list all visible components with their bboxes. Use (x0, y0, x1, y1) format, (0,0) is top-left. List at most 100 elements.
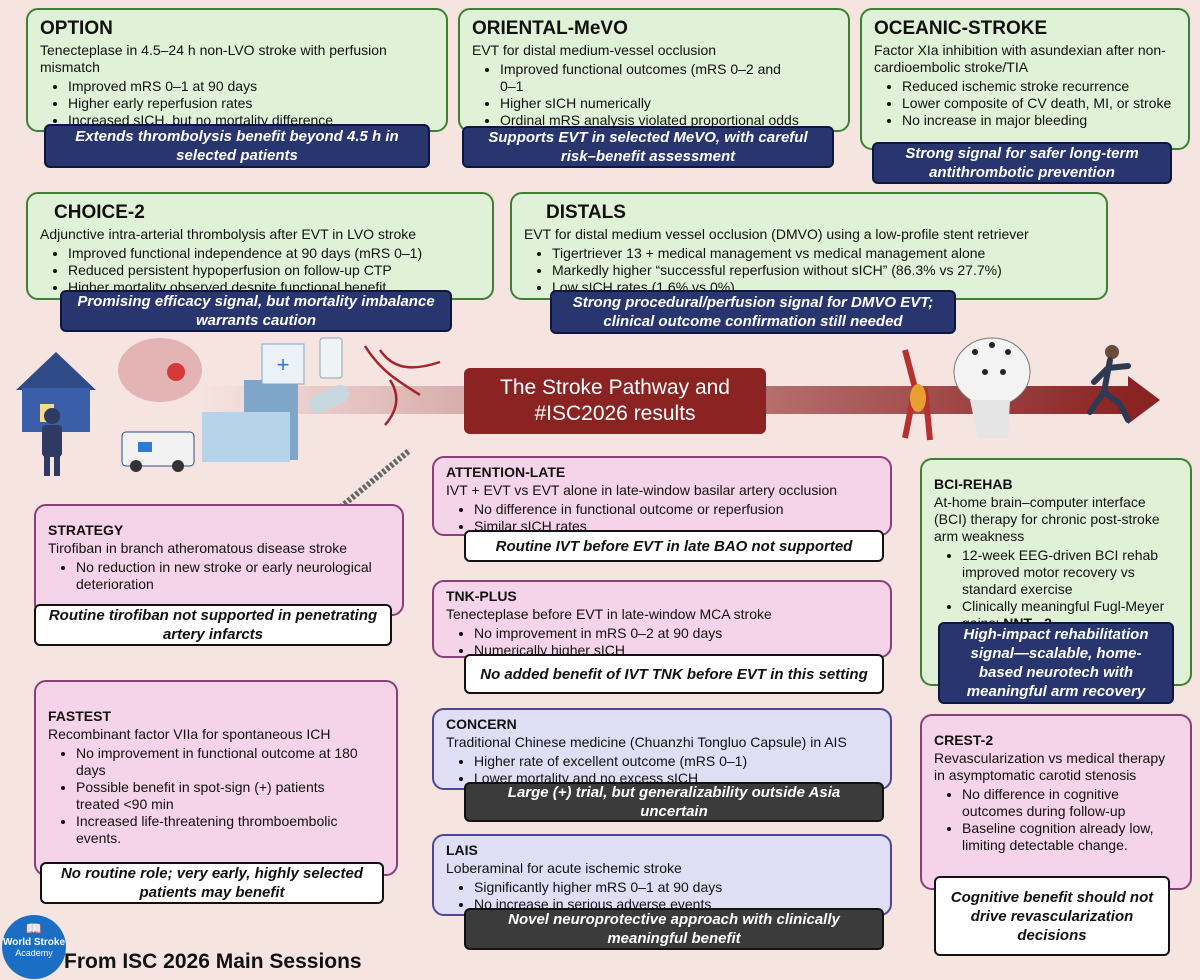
choice2-card: CHOICE-2 Adjunctive intra-arterial throm… (26, 192, 494, 300)
pathway-title-line2: #ISC2026 results (534, 402, 696, 425)
tnk-desc: Tenecteplase before EVT in late-window M… (446, 606, 772, 622)
choice2-title: CHOICE-2 (54, 202, 145, 223)
list-item: No reduction in new stroke or early neur… (76, 559, 390, 593)
crest-caption: Cognitive benefit should not drive revas… (934, 876, 1170, 956)
brain-icon (118, 338, 202, 402)
crest-desc: Revascularization vs medical therapy in … (934, 750, 1166, 783)
logo-text-line2: Academy (15, 948, 53, 958)
fastest-desc: Recombinant factor VIIa for spontaneous … (48, 726, 331, 742)
oriental-card: ORIENTAL-MeVO EVT for distal medium-vess… (458, 8, 850, 132)
person-icon (42, 408, 62, 476)
concern-caption: Large (+) trial, but generalizability ou… (464, 782, 884, 822)
fastest-bullets: No improvement in functional outcome at … (48, 745, 366, 847)
logo-text-line1: World Stroke (2, 937, 66, 948)
oceanic-title: OCEANIC-STROKE (874, 18, 1048, 39)
concern-title: CONCERN (446, 716, 517, 732)
lais-card: LAIS Loberaminal for acute ischemic stro… (432, 834, 892, 916)
crest-bullets: No difference in cognitive outcomes duri… (934, 786, 1178, 854)
medicine-vial-icon (309, 337, 349, 414)
option-card: OPTION Tenecteplase in 4.5–24 h non-LVO … (26, 8, 448, 132)
tnk-card: TNK-PLUS Tenecteplase before EVT in late… (432, 580, 892, 658)
choice2-caption: Promising efficacy signal, but mortality… (60, 290, 452, 332)
list-item: 12-week EEG-driven BCI rehab improved mo… (962, 547, 1178, 598)
list-item: No improvement in mRS 0–2 at 90 days (474, 625, 878, 642)
crest-card: CREST-2 Revascularization vs medical the… (920, 714, 1192, 890)
attention-title: ATTENTION-LATE (446, 464, 566, 480)
runner-icon (1087, 345, 1131, 423)
tnk-caption: No added benefit of IVT TNK before EVT i… (464, 654, 884, 694)
oceanic-desc: Factor XIa inhibition with asundexian af… (874, 42, 1166, 75)
attention-desc: IVT + EVT vs EVT alone in late-window ba… (446, 482, 838, 498)
distals-title: DISTALS (546, 202, 626, 223)
list-item: Lower composite of CV death, MI, or stro… (902, 95, 1176, 112)
list-item: Increased life-threatening thromboemboli… (76, 813, 366, 847)
book-icon: 📖 (25, 921, 43, 936)
list-item: Reduced persistent hypoperfusion on foll… (68, 262, 480, 279)
oceanic-card: OCEANIC-STROKE Factor XIa inhibition wit… (860, 8, 1190, 150)
world-stroke-academy-logo: 📖 World Stroke Academy (2, 915, 66, 979)
option-desc: Tenecteplase in 4.5–24 h non-LVO stroke … (40, 42, 387, 75)
attention-caption: Routine IVT before EVT in late BAO not s… (464, 530, 884, 562)
choice2-desc: Adjunctive intra-arterial thrombolysis a… (40, 226, 417, 242)
list-item: Ordinal mRS analysis violated proportion… (500, 112, 799, 129)
footer-text: From ISC 2026 Main Sessions (64, 950, 362, 973)
bci-title: BCI-REHAB (934, 476, 1013, 492)
oriental-caption: Supports EVT in selected MeVO, with care… (462, 126, 834, 168)
oriental-desc: EVT for distal medium-vessel occlusion (472, 42, 717, 58)
list-item: Markedly higher “successful reperfusion … (552, 262, 1094, 279)
list-item: No improvement in functional outcome at … (76, 745, 366, 779)
bci-caption: High-impact rehabilitation signal—scalab… (938, 622, 1174, 704)
option-title: OPTION (40, 18, 113, 39)
list-item: Improved mRS 0–1 at 90 days (68, 78, 434, 95)
tnk-title: TNK-PLUS (446, 588, 517, 604)
oceanic-bullets: Reduced ischemic stroke recurrence Lower… (874, 78, 1176, 129)
list-item: Improved functional outcomes (mRS 0–2 an… (500, 61, 790, 95)
list-item: Reduced ischemic stroke recurrence (902, 78, 1176, 95)
svg-text:+: + (277, 352, 290, 377)
lais-title: LAIS (446, 842, 478, 858)
attention-card: ATTENTION-LATE IVT + EVT vs EVT alone in… (432, 456, 892, 536)
list-item: No difference in cognitive outcomes duri… (962, 786, 1178, 820)
eeg-head-icon (953, 337, 1031, 438)
lais-desc: Loberaminal for acute ischemic stroke (446, 860, 682, 876)
concern-card: CONCERN Traditional Chinese medicine (Ch… (432, 708, 892, 790)
stent-icon (323, 447, 412, 523)
distals-desc: EVT for distal medium vessel occlusion (… (524, 226, 1029, 242)
choice2-bullets: Improved functional independence at 90 d… (40, 245, 480, 296)
strategy-title: STRATEGY (48, 522, 124, 538)
pathway-title-line1: The Stroke Pathway and (500, 376, 730, 399)
list-item: Tigertriever 13 + medical management vs … (552, 245, 1094, 262)
list-item: No difference in functional outcome or r… (474, 501, 878, 518)
list-item: Higher rate of excellent outcome (mRS 0–… (474, 753, 878, 770)
list-item: Improved functional independence at 90 d… (68, 245, 480, 262)
option-caption: Extends thrombolysis benefit beyond 4.5 … (44, 124, 430, 168)
pathway-title: The Stroke Pathway and #ISC2026 results (464, 368, 766, 434)
ambulance-icon (121, 431, 195, 472)
list-item: Higher early reperfusion rates (68, 95, 434, 112)
distals-bullets: Tigertriever 13 + medical management vs … (524, 245, 1094, 296)
bci-desc: At-home brain–computer interface (BCI) t… (934, 494, 1160, 544)
bci-bullets: 12-week EEG-driven BCI rehab improved mo… (934, 547, 1178, 632)
hospital-icon: + (202, 343, 305, 462)
distals-card: DISTALS EVT for distal medium vessel occ… (510, 192, 1108, 300)
list-item: Significantly higher mRS 0–1 at 90 days (474, 879, 878, 896)
lais-caption: Novel neuroprotective approach with clin… (464, 908, 884, 950)
strategy-card: STRATEGY Tirofiban in branch atheromatou… (34, 504, 404, 616)
strategy-bullets: No reduction in new stroke or early neur… (48, 559, 390, 593)
crest-title: CREST-2 (934, 732, 994, 748)
list-item: Possible benefit in spot-sign (+) patien… (76, 779, 366, 813)
fastest-card: FASTEST Recombinant factor VIIa for spon… (34, 680, 398, 876)
concern-desc: Traditional Chinese medicine (Chuanzhi T… (446, 734, 847, 750)
oceanic-caption: Strong signal for safer long-term antith… (872, 142, 1172, 184)
list-item: Higher sICH numerically (500, 95, 790, 112)
carotid-artery-icon (902, 349, 933, 441)
oriental-bullets: Improved functional outcomes (mRS 0–2 an… (472, 61, 799, 129)
list-item: No increase in major bleeding (902, 112, 1176, 129)
oriental-title: ORIENTAL-MeVO (472, 18, 628, 39)
strategy-caption: Routine tirofiban not supported in penet… (34, 604, 392, 646)
distals-caption: Strong procedural/perfusion signal for D… (550, 290, 956, 334)
fastest-title: FASTEST (48, 708, 112, 724)
fastest-caption: No routine role; very early, highly sele… (40, 862, 384, 904)
option-bullets: Improved mRS 0–1 at 90 days Higher early… (40, 78, 434, 129)
blood-vessels-icon (363, 345, 441, 426)
